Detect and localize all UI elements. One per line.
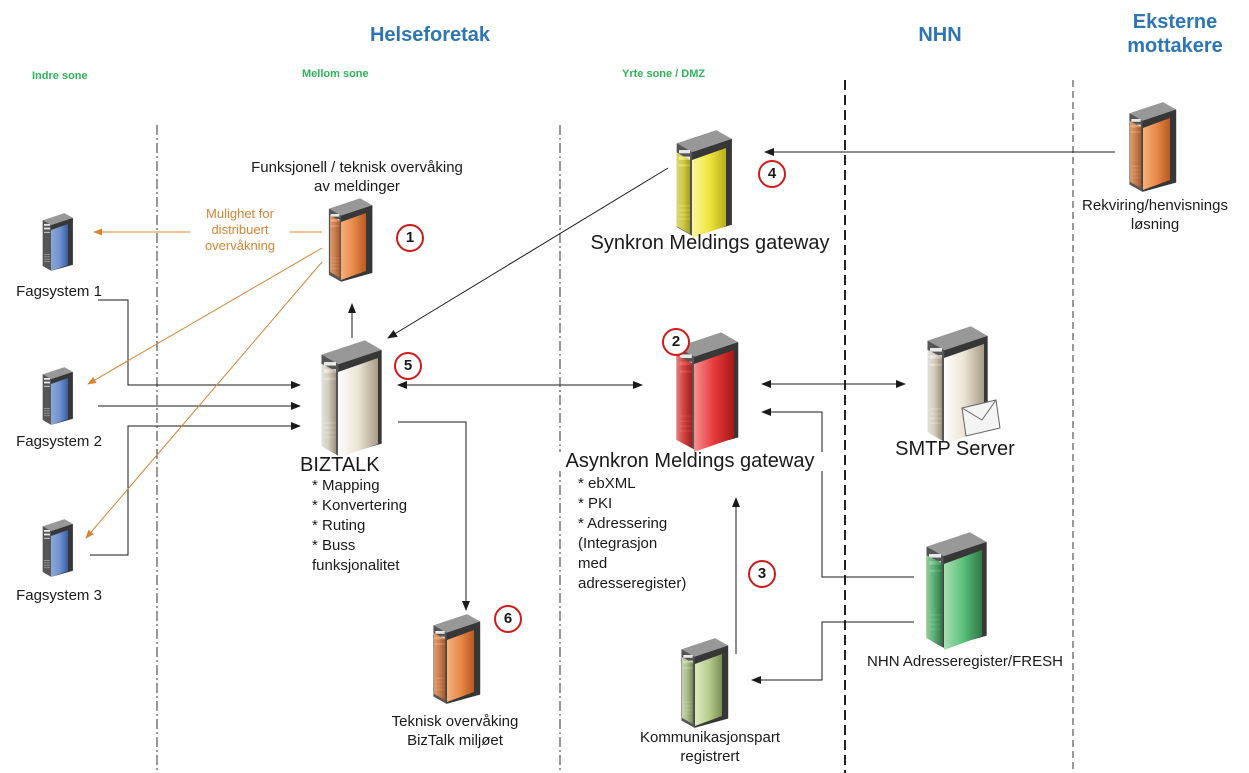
badge-4: 4	[758, 160, 786, 188]
label-fagsystem3: Fagsystem 3	[16, 587, 102, 604]
asynkron-feature-list: * ebXML * PKI * Adressering (Integrasjon…	[578, 474, 728, 594]
server-rekvirering-icon	[1129, 102, 1177, 192]
badge-5: 5	[394, 352, 422, 380]
label-asynkron: Asynkron Meldings gateway	[556, 451, 824, 471]
server-fagsystem1-icon	[42, 213, 73, 271]
label-rekvirering: Rekviring/henvisnings løsning	[1082, 197, 1228, 233]
biztalk-feature: * Mapping	[312, 477, 380, 494]
badge-6: 6	[494, 605, 522, 633]
badge-1: 1	[396, 224, 424, 252]
label-teknisk: Teknisk overvåking BizTalk miljøet	[391, 713, 519, 749]
label-biztalk: BIZTALK	[300, 454, 380, 476]
server-monitor-icon	[328, 198, 373, 282]
zone-title-eksterne: Eksterne mottakere	[1127, 11, 1223, 57]
biztalk-feature: * Konvertering	[312, 497, 408, 514]
label-kommunikasjon: Kommunikasjonspart registrert	[639, 729, 781, 765]
server-teknisk-icon	[433, 614, 481, 704]
server-asynkron-icon	[676, 332, 739, 452]
server-nhn-register-icon	[926, 532, 987, 650]
label-nhn-register: NHN Adresseregister/FRESH	[867, 653, 1063, 670]
biztalk-feature: * Buss funksjonalitet	[312, 537, 400, 574]
label-monitor-title: Funksjonell / teknisk overvåking av meld…	[251, 159, 463, 195]
badge-3: 3	[748, 560, 776, 588]
biztalk-feature: * Ruting	[312, 517, 366, 534]
asynkron-feature: * Adressering (Integrasjon med adressere…	[578, 515, 687, 592]
label-fagsystem1: Fagsystem 1	[16, 283, 102, 300]
asynkron-feature: * ebXML	[578, 475, 636, 492]
server-synkron-icon	[676, 130, 732, 238]
asynkron-feature: * PKI	[578, 495, 613, 512]
connectors	[90, 148, 1115, 684]
label-monitor-note: Mulighet for distribuert overvåkning	[190, 206, 290, 254]
server-kommunikasjon-icon	[681, 638, 729, 728]
server-fagsystem3-icon	[42, 519, 73, 577]
label-fagsystem2: Fagsystem 2	[16, 433, 102, 450]
server-smtp-icon	[926, 326, 1001, 444]
envelope-icon	[961, 399, 1001, 437]
zone-label-indre: Indre sone	[32, 70, 88, 82]
zone-title-nhn: NHN	[918, 24, 962, 46]
badge-2: 2	[662, 328, 690, 356]
zone-label-ytre: Yrte sone / DMZ	[622, 68, 706, 80]
biztalk-feature-list: * Mapping * Konvertering * Ruting * Buss…	[312, 476, 452, 576]
label-smtp: SMTP Server	[895, 438, 1015, 460]
server-fagsystem2-icon	[42, 367, 73, 425]
label-synkron: Synkron Meldings gateway	[590, 232, 830, 254]
zone-label-mellom: Mellom sone	[302, 68, 369, 80]
zone-title-helseforetak: Helseforetak	[369, 24, 491, 46]
server-biztalk-icon	[320, 340, 382, 458]
